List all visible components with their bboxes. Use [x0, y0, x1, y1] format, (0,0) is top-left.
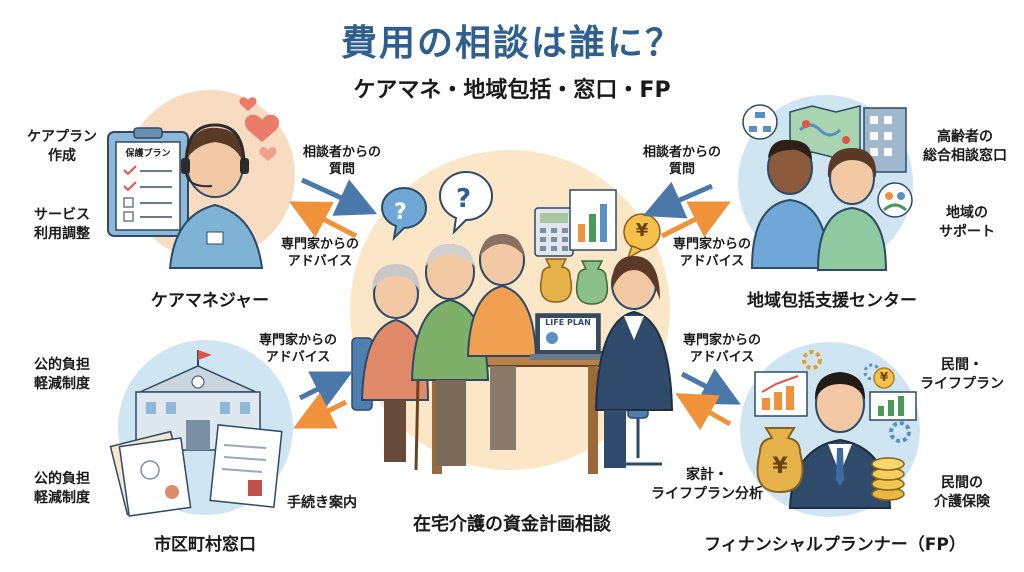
question-mark-1: ? — [394, 200, 407, 225]
arrow-br-advice — [675, 393, 732, 431]
document-icon — [109, 430, 192, 517]
municipal-name: 市区町村窓口 — [154, 535, 256, 555]
yen-symbol-bag: ¥ — [772, 454, 788, 479]
page-subtitle: ケアマネ・地域包括・窓口・FP — [353, 78, 671, 103]
people-support-icon — [877, 182, 913, 218]
care-manager-person — [168, 123, 264, 269]
arrow-bl-question — [298, 371, 353, 408]
middle-aged-man — [466, 234, 538, 450]
community-label-consult: 高齢者の 総合相談窓口 — [923, 129, 1007, 164]
laptop-label: LIFE PLAN — [545, 318, 591, 327]
advisor-woman — [594, 256, 674, 468]
center-caption: 在宅介護の資金計画相談 — [413, 514, 611, 535]
arrow-tr-question — [642, 181, 713, 219]
clipboard-title: 保護プラン — [125, 149, 171, 159]
arrow-label-bl-advice: 専門家からの アドバイス — [258, 333, 337, 365]
org-chart-icon — [742, 104, 778, 140]
yen-symbol-coin: ¥ — [879, 370, 889, 384]
care-manager-label-careplan: ケアプラン 作成 — [27, 129, 97, 164]
care-manager-name: ケアマネジャー — [150, 291, 270, 311]
question-mark-2: ? — [456, 184, 472, 214]
arrow-br-question — [680, 368, 741, 405]
coin-stack-icon — [871, 457, 905, 501]
fp-label-private-lifeplan: 民間・ ライフプラン — [920, 357, 1004, 392]
arrow-label-tr-advice: 専門家からの アドバイス — [672, 237, 751, 269]
laptop-icon — [530, 313, 608, 360]
money-bags-icon — [539, 258, 609, 305]
yen-bubble-icon — [623, 213, 661, 260]
arrow-label-tl-question: 相談者からの 質問 — [302, 145, 381, 177]
arrow-tl-question — [300, 177, 378, 216]
municipal-label-procedure: 手続き案内 — [287, 495, 357, 511]
community-staff — [750, 139, 888, 271]
arrow-tl-advice — [289, 201, 358, 239]
community-label-support: 地域の サポート — [939, 205, 995, 240]
municipal-label-2: 公的負担 軽減制度 — [34, 471, 90, 506]
arrow-bl-advice — [293, 392, 348, 429]
yen-symbol-center: ¥ — [635, 220, 649, 241]
arrow-tr-advice — [660, 201, 731, 239]
yen-coin-chart-icon — [869, 367, 917, 421]
municipal-label-1: 公的負担 軽減制度 — [34, 357, 90, 392]
calculator-icon — [534, 207, 574, 257]
arrow-label-tl-advice: 専門家からの アドバイス — [280, 237, 359, 269]
heart-icons — [239, 97, 280, 161]
fp-name: フィナンシャルプランナー（FP） — [704, 535, 966, 555]
community-center-name: 地域包括支援センター — [747, 291, 917, 311]
money-bag-icon — [756, 427, 804, 494]
speech-bubble-icons — [380, 171, 493, 241]
growth-chart-icon — [754, 371, 808, 417]
arrow-label-br-advice: 専門家からの アドバイス — [682, 333, 761, 365]
clipboard-icon — [107, 127, 189, 237]
care-manager-label-service: サービス 利用調整 — [34, 207, 90, 242]
elderly-man — [410, 244, 490, 466]
form-icon — [209, 424, 283, 508]
fp-label-household: 家計・ ライフプラン分析 — [651, 467, 763, 502]
fp-label-private-insurance: 民間の 介護保険 — [934, 475, 990, 510]
report-chart-icon — [569, 189, 617, 251]
arrow-label-tr-question: 相談者からの 質問 — [642, 145, 721, 177]
page-title: 費用の相談は誰に？ — [340, 23, 683, 64]
